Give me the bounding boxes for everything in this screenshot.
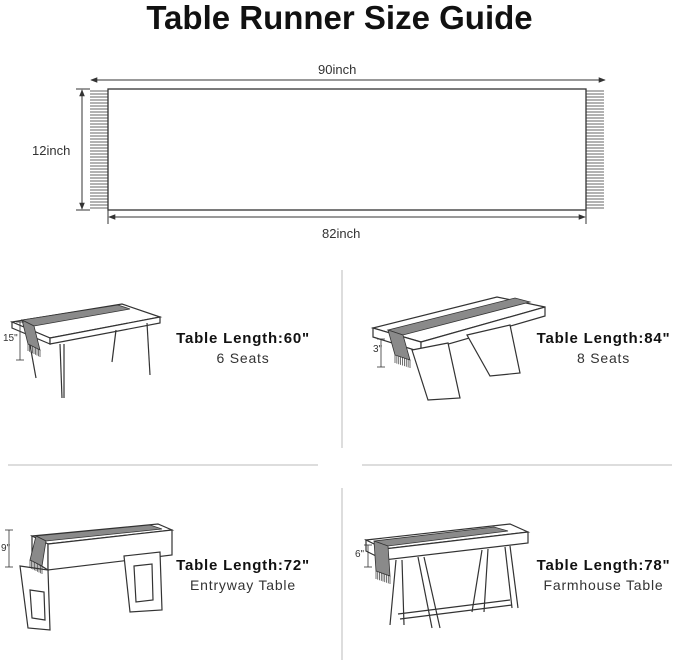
table-illustration-60 [9, 303, 163, 399]
drop-label-60: 15" [3, 333, 18, 344]
table-illustration-78 [363, 523, 531, 629]
table-illustration-72 [5, 523, 175, 631]
table-label-60: Table Length:60" 6 Seats [166, 330, 320, 366]
table-label-84: Table Length:84" 8 Seats [528, 330, 679, 366]
table-length-72: Table Length:72" [176, 557, 310, 574]
table-desc-72: Entryway Table [190, 577, 296, 593]
table-desc-84: 8 Seats [576, 350, 631, 366]
table-label-78: Table Length:78" Farmhouse Table [528, 557, 679, 593]
drop-label-72: 9" [1, 543, 11, 554]
drop-label-84: 3" [373, 344, 383, 355]
table-length-84: Table Length:84" [536, 330, 671, 347]
right-fringe [586, 90, 604, 209]
table-desc-60: 6 Seats [216, 350, 270, 366]
left-fringe [90, 90, 108, 209]
runner-body [107, 88, 587, 211]
table-length-78: Table Length:78" [536, 557, 671, 574]
table-desc-78: Farmhouse Table [543, 577, 664, 593]
total-length-label: 90inch [318, 62, 357, 77]
grid-dividers [8, 270, 672, 660]
table-illustration-84 [370, 296, 546, 401]
body-length-label: 82inch [322, 226, 361, 241]
width-label: 12inch [32, 143, 71, 158]
table-length-60: Table Length:60" [176, 330, 310, 347]
runner-diagram [76, 77, 606, 224]
table-label-72: Table Length:72" Entryway Table [166, 557, 320, 593]
page-title: Table Runner Size Guide [146, 0, 533, 36]
drop-label-78: 6" [355, 549, 365, 560]
